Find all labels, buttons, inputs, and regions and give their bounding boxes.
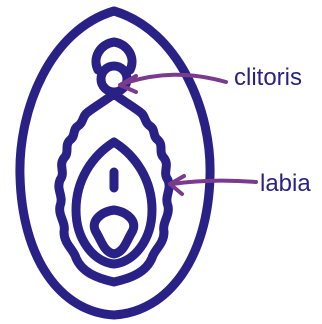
inner-labia-outline xyxy=(76,142,152,264)
vaginal-opening-shape xyxy=(94,210,134,254)
outer-outline xyxy=(20,11,210,315)
labia-label: labia xyxy=(260,172,311,196)
clitoris-label: clitoris xyxy=(234,66,302,90)
